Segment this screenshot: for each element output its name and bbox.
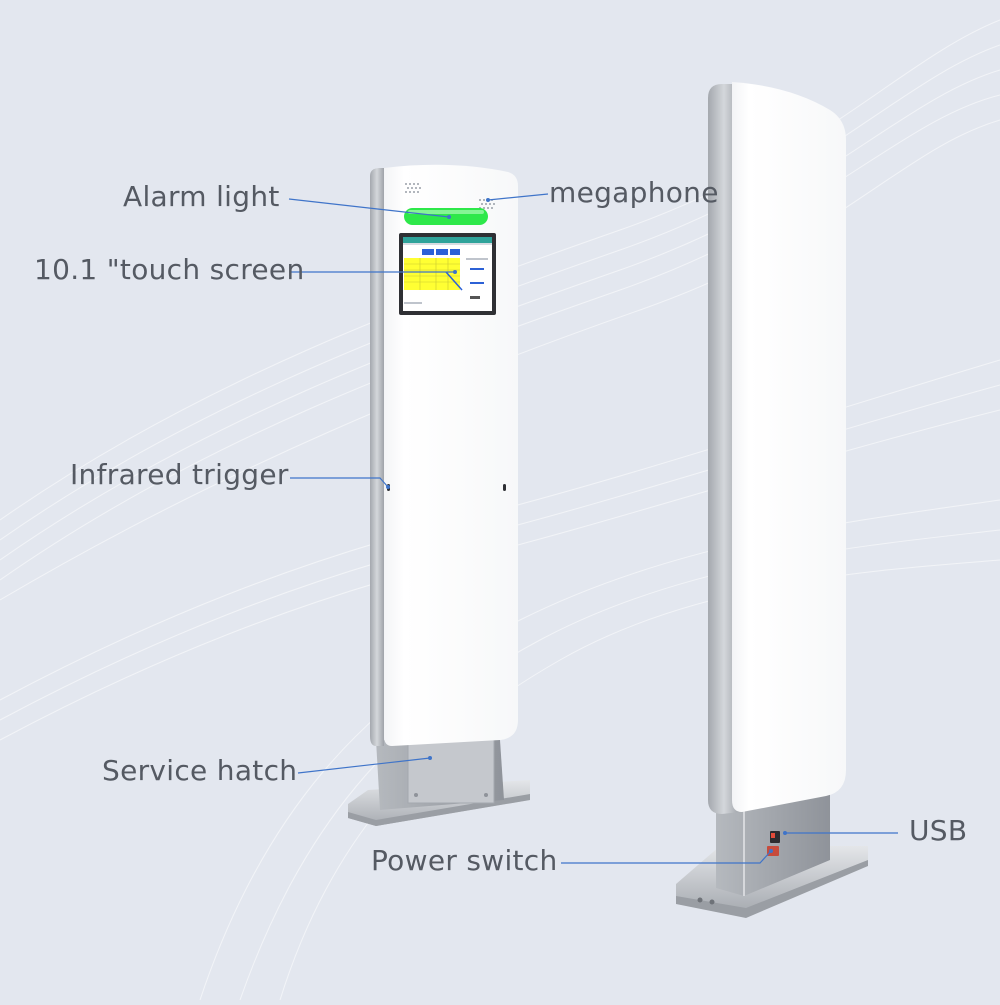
leader-infrared-trigger bbox=[290, 477, 389, 488]
label-alarm-light: Alarm light bbox=[123, 180, 280, 213]
touch-screen bbox=[399, 233, 496, 315]
leader-lines bbox=[288, 193, 898, 864]
speaker-grille-left bbox=[405, 183, 421, 193]
side-gate-panel bbox=[732, 82, 846, 812]
leader-megaphone bbox=[487, 193, 549, 201]
front-gate-frame bbox=[370, 168, 384, 746]
label-usb: USB bbox=[909, 814, 968, 847]
label-infrared-trigger: Infrared trigger bbox=[70, 458, 289, 491]
front-gate bbox=[348, 164, 530, 826]
leader-alarm-light bbox=[288, 198, 450, 218]
leader-service-hatch bbox=[297, 757, 431, 774]
label-power-switch: Power switch bbox=[371, 844, 558, 877]
label-service-hatch: Service hatch bbox=[102, 754, 298, 787]
infrared-sensor-right bbox=[503, 484, 506, 491]
leader-power-switch bbox=[561, 850, 772, 864]
label-megaphone: megaphone bbox=[549, 176, 719, 209]
label-touch-screen: 10.1 "touch screen bbox=[34, 253, 305, 286]
leader-endpoints bbox=[386, 198, 787, 853]
